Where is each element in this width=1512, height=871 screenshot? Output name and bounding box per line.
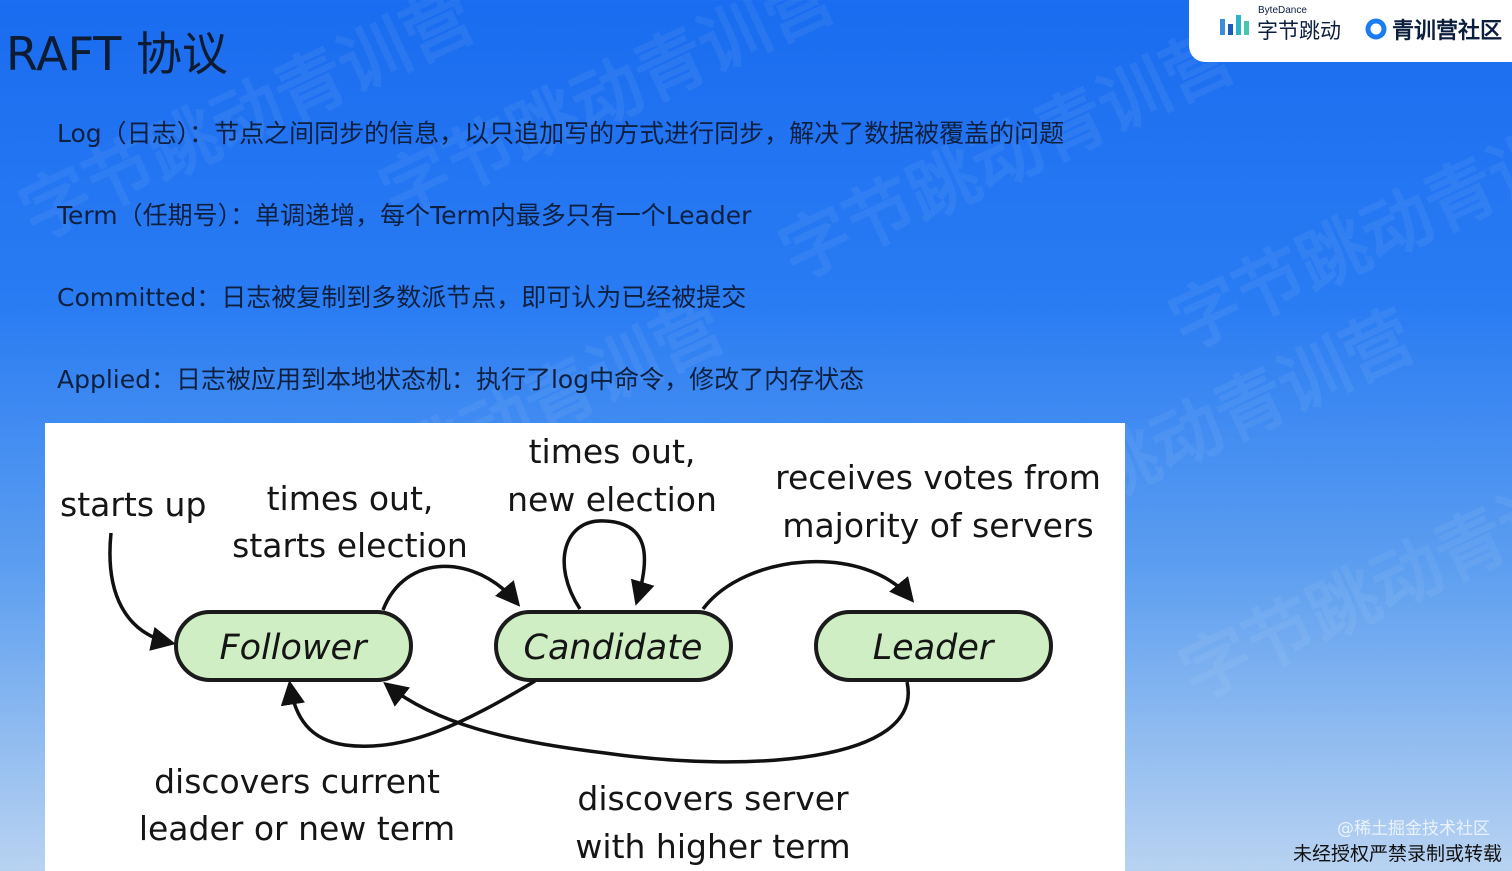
bullet-committed: Committed：日志被复制到多数派节点，即可认为已经被提交 — [57, 283, 747, 312]
leader-or-new-term-label: leader or new term — [139, 809, 455, 848]
receives-votes-label: receives votes from — [775, 458, 1101, 497]
starts-election-label: starts election — [232, 526, 468, 565]
bullet-applied: Applied：日志被应用到本地状态机：执行了log中命令，修改了内存状态 — [57, 365, 865, 394]
candidate-state — [494, 610, 733, 682]
candidate-label: Candidate — [524, 628, 703, 668]
times-out-label-2: times out, — [529, 432, 696, 471]
footer-copyright: 未经授权严禁录制或转载 — [1292, 843, 1502, 865]
new-election-label: new election — [507, 480, 717, 519]
discovers-current-label: discovers current — [154, 762, 440, 801]
bullet-log: Log（日志）：节点之间同步的信息，以只追加写的方式进行同步，解决了数据被覆盖的… — [57, 119, 1065, 148]
leader-to-follower-arrow — [383, 681, 910, 764]
bytedance-name: 字节跳动 — [1257, 19, 1341, 43]
watermark: 字节跳动青训营 — [767, 14, 1247, 297]
watermark: 字节跳动青训营 — [1157, 84, 1512, 367]
leader-label: Leader — [873, 628, 996, 668]
ring-logo-icon — [1365, 18, 1387, 40]
follower-to-candidate-arrow — [381, 564, 521, 611]
follower-label: Follower — [220, 628, 370, 668]
candidate-to-leader-arrow — [701, 559, 915, 611]
raft-state-diagram: Follower Candidate Leader starts up time… — [45, 423, 1125, 871]
starts-up-label: starts up — [60, 485, 206, 524]
bytedance-small-label: ByteDance — [1258, 5, 1307, 16]
brand-header: ByteDance 字节跳动 青训营社区 — [1189, 0, 1512, 62]
times-out-label-1: times out, — [267, 479, 434, 518]
leader-state — [814, 610, 1053, 682]
discovers-server-label: discovers server — [577, 779, 849, 818]
community-name: 青训营社区 — [1392, 19, 1503, 44]
majority-label: majority of servers — [782, 506, 1093, 545]
slide-title: RAFT 协议 — [6, 27, 228, 81]
higher-term-label: with higher term — [575, 827, 850, 866]
candidate-to-follower-arrow — [280, 679, 536, 748]
candidate-self-loop-arrow — [562, 519, 655, 610]
bar-chart-logo-icon — [1220, 15, 1249, 35]
footer-credit: @稀土掘金技术社区 — [1337, 819, 1490, 839]
bullet-term: Term（任期号）：单调递增，每个Term内最多只有一个Leader — [57, 201, 752, 230]
follower-state — [174, 610, 413, 682]
diagram-canvas: Follower Candidate Leader starts up time… — [60, 432, 1101, 866]
watermark: 字节跳动青训营 — [1167, 434, 1512, 717]
starts-up-arrow — [108, 532, 176, 651]
